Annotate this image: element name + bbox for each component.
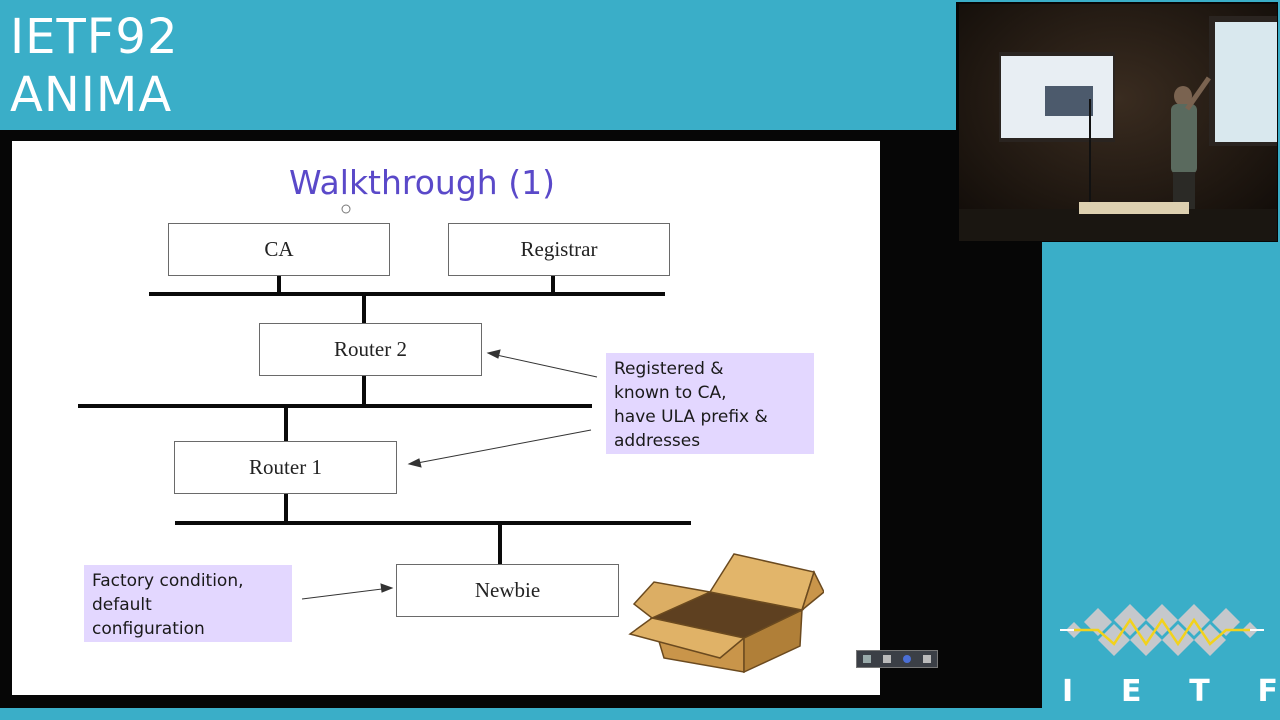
note-line: Registered & [614,359,724,379]
camera-video[interactable] [959,4,1277,241]
router2-node: Router 2 [259,323,482,376]
router1-node: Router 1 [174,441,397,494]
event-title-line2: ANIMA [10,67,173,123]
control-icon[interactable] [883,655,891,663]
cardboard-box-icon [628,553,824,674]
ca-node: CA [168,223,390,276]
presentation-slide: Walkthrough (1) CA Registrar Router 2 Ro… [12,141,880,695]
control-icon[interactable] [923,655,931,663]
note-line: Factory condition, [92,571,244,591]
note-line: addresses [614,431,701,451]
ietf-letter: F [1257,674,1278,709]
network-lines [78,204,691,600]
camera-scene-image [959,4,1277,241]
control-icon[interactable] [903,655,911,663]
note-line: configuration [92,619,205,639]
player-controls[interactable] [856,650,938,668]
event-title: IETF92 ANIMA [10,8,179,124]
control-icon[interactable] [863,655,871,663]
note-line: default [92,595,152,615]
ietf-wordmark: I E T F [1062,672,1278,712]
factory-note: Factory condition, default configuration [84,565,292,642]
newbie-node: Newbie [396,564,619,617]
ietf-letter: I [1062,674,1074,709]
registered-note: Registered & known to CA, have ULA prefi… [606,353,814,454]
ietf-letter: E [1120,674,1142,709]
registrar-node: Registrar [448,223,670,276]
event-title-line1: IETF92 [10,9,179,65]
slide-title: Walkthrough (1) [289,163,555,202]
note-line: known to CA, [614,383,727,403]
note-line: have ULA prefix & [614,407,768,427]
ietf-letter: T [1189,674,1210,709]
ietf-logo-icon [1060,604,1264,656]
